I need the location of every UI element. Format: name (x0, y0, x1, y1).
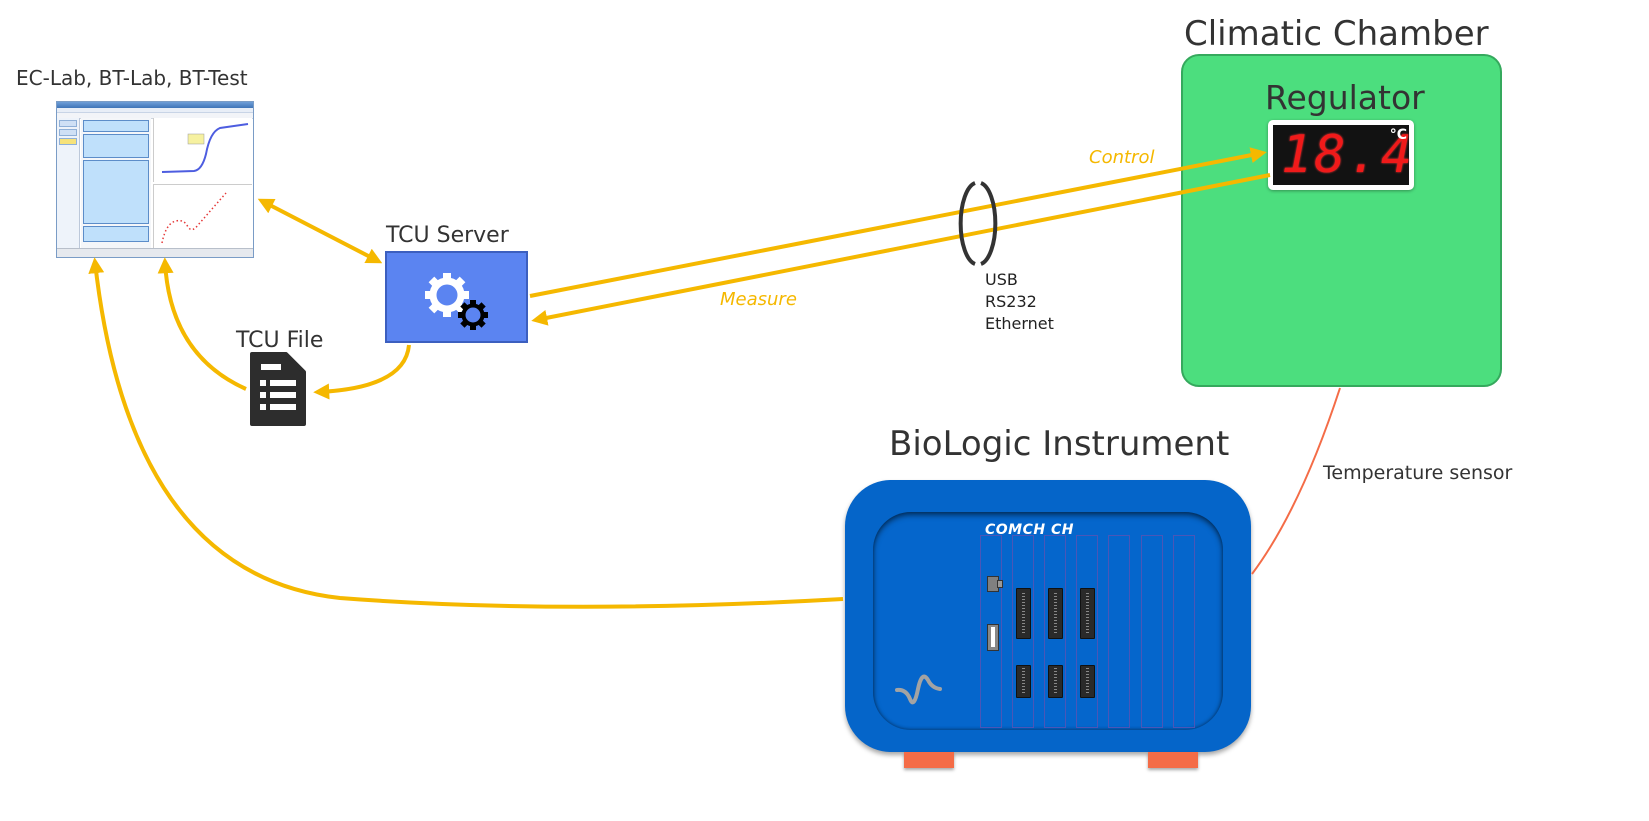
usb-port-icon (987, 624, 999, 651)
biologic-wave-icon (895, 674, 942, 705)
instrument-slot (1141, 535, 1163, 728)
db9-connector-icon (1048, 665, 1063, 698)
instrument-slot (1044, 535, 1066, 728)
instrument-slot (1076, 535, 1098, 728)
regulator-label: Regulator (1265, 78, 1425, 117)
cable-bundle-right (980, 181, 998, 266)
interface-list: USB RS232 Ethernet (985, 269, 1054, 335)
instrument-panel-text: COMCH CH (985, 522, 1074, 538)
instrument-to-software-arrow (88, 257, 844, 609)
app-titlebar (57, 102, 253, 108)
cable-bundle-left (958, 181, 976, 266)
gears-icon (425, 273, 488, 330)
document-list-icon (250, 352, 306, 426)
app-menubar (57, 108, 253, 113)
tcu-file-label: TCU File (236, 328, 324, 353)
app-plot-bottom (153, 184, 252, 249)
climatic-chamber-box (1181, 54, 1502, 387)
software-label: EC-Lab, BT-Lab, BT-Test (16, 66, 248, 90)
control-label: Control (1089, 147, 1155, 168)
climatic-chamber-label: Climatic Chamber (1184, 14, 1489, 54)
temperature-unit: °C (1389, 127, 1407, 143)
server-to-file-arrow (313, 344, 411, 400)
interface-usb: USB (985, 270, 1018, 289)
instrument-foot-left (904, 752, 954, 768)
interface-ethernet: Ethernet (985, 314, 1054, 333)
app-settings-form (81, 118, 151, 248)
instrument-foot-right (1148, 752, 1198, 768)
instrument-slot (1012, 535, 1034, 728)
db25-connector-icon (1016, 588, 1031, 639)
nyquist-curve (161, 192, 227, 244)
regulator-display: 18.4 °C (1268, 120, 1414, 190)
temperature-sensor-label: Temperature sensor (1323, 462, 1513, 484)
measure-label: Measure (720, 289, 797, 310)
sigmoid-curve (161, 123, 249, 173)
instrument-slot (1108, 535, 1130, 728)
software-screenshot (56, 101, 254, 258)
app-plot-top (153, 118, 252, 182)
software-server-arrow (257, 198, 383, 264)
temperature-readout: 18.4 (1281, 125, 1415, 185)
db25-connector-icon (1080, 588, 1095, 639)
tcu-server-label: TCU Server (386, 223, 509, 248)
interface-rs232: RS232 (985, 292, 1037, 311)
instrument-slot (980, 535, 1002, 728)
app-statusbar (57, 248, 253, 257)
db25-connector-icon (1048, 588, 1063, 639)
instrument-slot (1173, 535, 1195, 728)
app-sidebar (57, 118, 80, 248)
db9-connector-icon (1016, 665, 1031, 698)
control-arrow (529, 147, 1267, 298)
measure-arrow (531, 173, 1271, 326)
ethernet-port-icon (987, 576, 1003, 592)
db9-connector-icon (1080, 665, 1095, 698)
temperature-sensor-wire (1251, 387, 1341, 575)
file-to-software-arrow (157, 257, 247, 391)
instrument-label: BioLogic Instrument (889, 424, 1230, 464)
tcu-server-box (385, 251, 528, 343)
